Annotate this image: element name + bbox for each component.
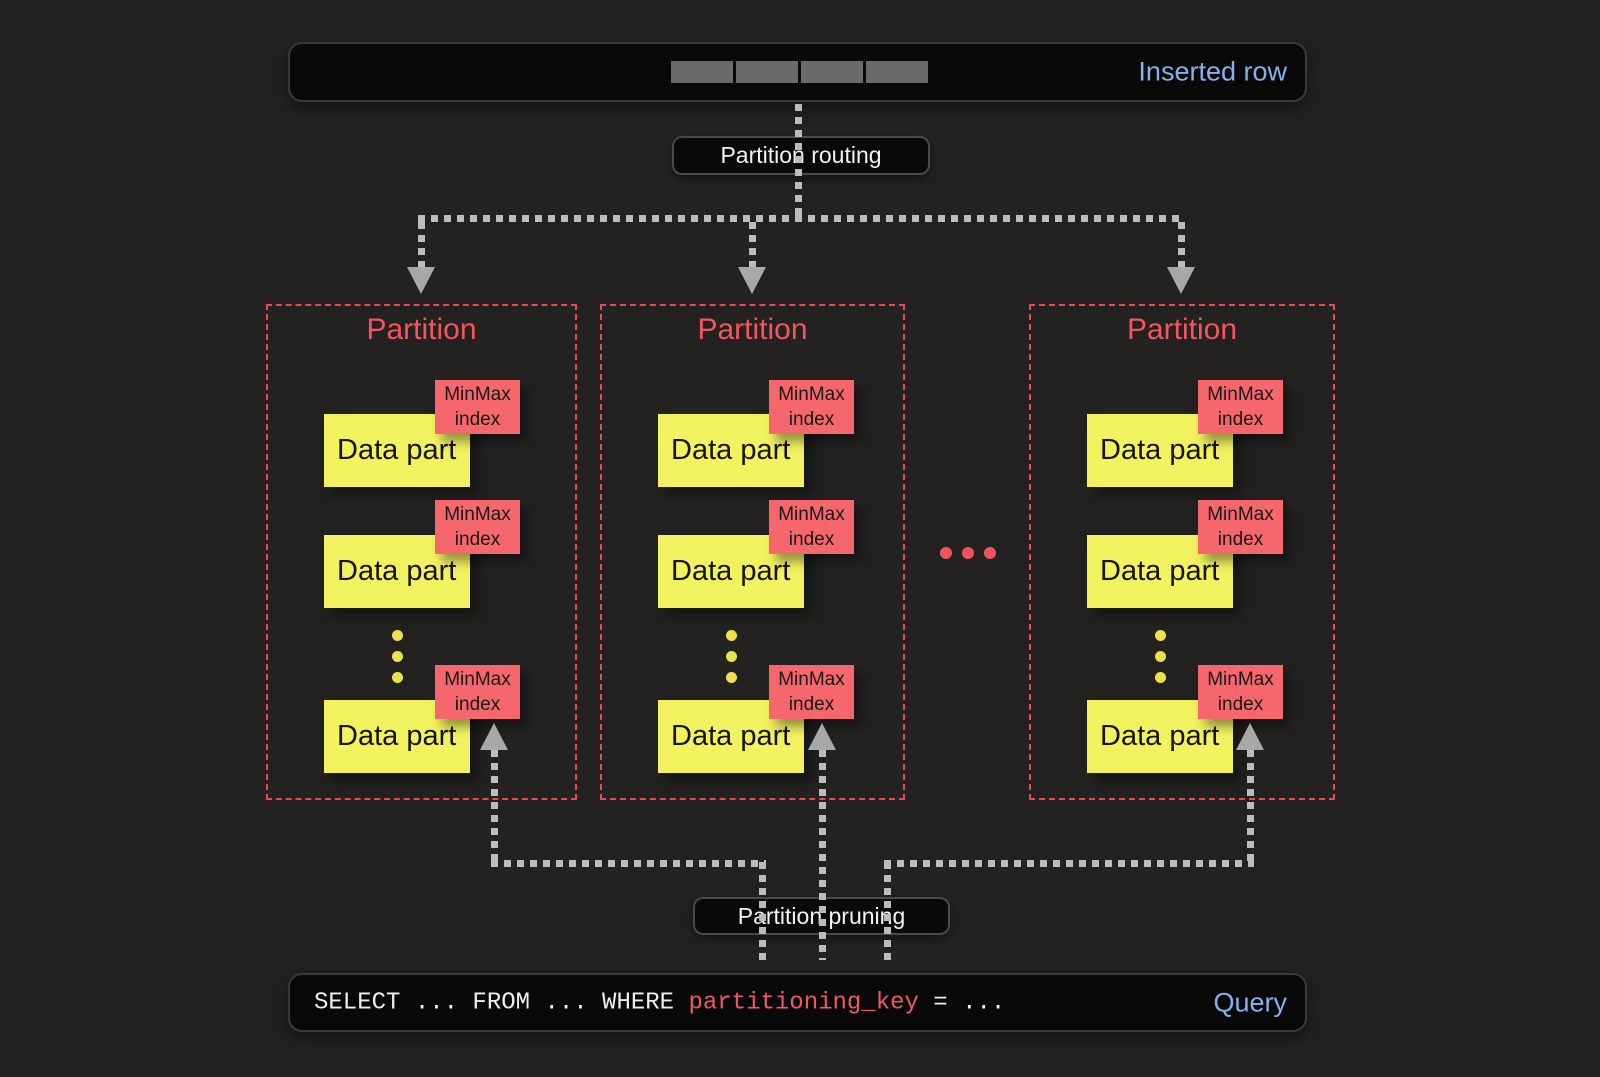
row-cell	[866, 61, 928, 83]
minmax-index-tag: MinMax index	[769, 665, 854, 719]
minmax-index-tag: MinMax index	[769, 500, 854, 554]
minmax-index-tag: MinMax index	[435, 380, 520, 434]
minmax-index-tag: MinMax index	[435, 500, 520, 554]
partition-title: Partition	[697, 313, 808, 346]
sql-keyword: partitioning_key	[688, 989, 919, 1016]
arrow-up-icon	[1236, 723, 1264, 750]
minmax-index-tag: MinMax index	[1198, 500, 1283, 554]
vertical-ellipsis	[1155, 630, 1166, 683]
pruning-riser-middle	[819, 750, 826, 960]
minmax-index-tag: MinMax index	[435, 665, 520, 719]
minmax-index-tag: MinMax index	[769, 380, 854, 434]
insert-flow-line	[795, 104, 802, 216]
arrow-down-icon	[1167, 267, 1195, 294]
inserted-row-box: Inserted row	[288, 42, 1307, 102]
arrow-up-icon	[480, 723, 508, 750]
routing-drop-line-middle	[749, 222, 756, 267]
arrow-up-icon	[808, 723, 836, 750]
pruning-stub-left	[759, 862, 766, 960]
routing-drop-line-left	[418, 222, 425, 267]
partition-box: Partition MinMax index Data part MinMax …	[266, 304, 577, 800]
row-cell	[671, 61, 733, 83]
sql-suffix: = ...	[918, 989, 1006, 1016]
partition-title: Partition	[1126, 313, 1238, 346]
pruning-riser-left	[491, 750, 498, 862]
routing-branch-line	[418, 215, 1184, 222]
vertical-ellipsis	[392, 630, 403, 683]
query-label: Query	[1213, 987, 1287, 1017]
arrow-down-icon	[738, 267, 766, 294]
minmax-index-tag: MinMax index	[1198, 380, 1283, 434]
routing-drop-line-right	[1178, 222, 1185, 267]
sql-prefix: SELECT ... FROM ... WHERE	[314, 989, 689, 1016]
arrow-down-icon	[407, 267, 435, 294]
inserted-row-label: Inserted row	[1138, 56, 1287, 87]
pruning-rail-left	[491, 860, 766, 867]
query-box: SELECT ... FROM ... WHERE partitioning_k…	[288, 973, 1307, 1032]
more-partitions-ellipsis	[940, 547, 996, 559]
inserted-row-cells	[671, 61, 928, 83]
sql-text: SELECT ... FROM ... WHERE partitioning_k…	[314, 989, 1005, 1016]
pruning-rail-right	[884, 860, 1254, 867]
minmax-index-tag: MinMax index	[1198, 665, 1283, 719]
pruning-stub-right	[884, 862, 891, 960]
data-part-box: Data part	[324, 414, 470, 487]
partition-title: Partition	[366, 313, 477, 346]
row-cell	[736, 61, 798, 83]
row-cell	[801, 61, 863, 83]
partition-box: Partition MinMax index Data part MinMax …	[1029, 304, 1335, 800]
partition-box: Partition MinMax index Data part MinMax …	[600, 304, 905, 800]
vertical-ellipsis	[726, 630, 737, 683]
pruning-riser-right	[1247, 750, 1254, 862]
